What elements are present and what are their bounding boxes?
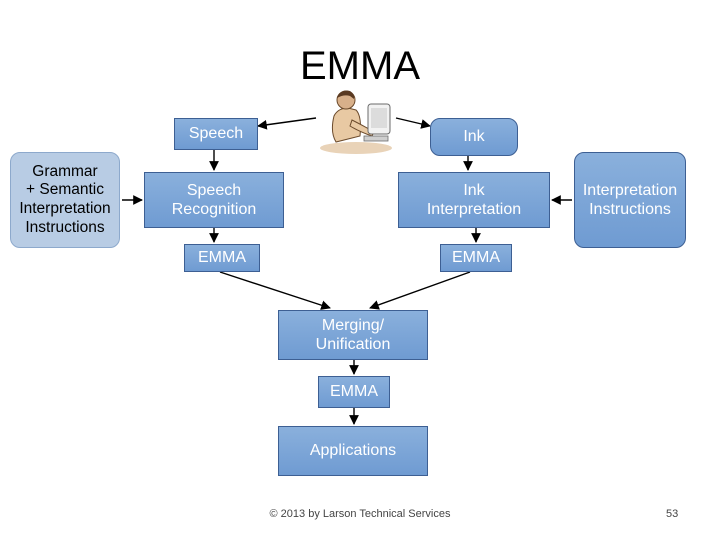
interp-instr-line-2: Instructions — [589, 201, 671, 218]
emma-merged-box: EMMA — [318, 376, 390, 408]
grammar-line-3: Interpretation — [19, 200, 111, 217]
applications-box: Applications — [278, 426, 428, 476]
page-number: 53 — [666, 508, 679, 520]
merging-line-1: Merging/ — [321, 316, 385, 334]
ink-interpretation-line-1: Ink — [463, 181, 485, 199]
grammar-line-1: Grammar — [32, 162, 98, 180]
person-at-computer-icon — [316, 86, 396, 156]
emma-merged-label: EMMA — [330, 383, 378, 401]
speech-box: Speech — [174, 118, 258, 150]
slide-title: EMMA — [300, 44, 420, 88]
interpretation-instructions-box: Interpretation Instructions — [574, 152, 686, 248]
ink-interpretation-line-2: Interpretation — [426, 201, 522, 218]
ink-interpretation-box: Ink Interpretation — [398, 172, 550, 228]
applications-label: Applications — [309, 442, 397, 460]
grammar-line-4: Instructions — [25, 218, 105, 236]
emma-speech-box: EMMA — [184, 244, 260, 272]
grammar-line-2: + Semantic — [26, 181, 104, 199]
footer-copyright: © 2013 by Larson Technical Services — [269, 508, 451, 520]
merging-line-2: Unification — [315, 336, 391, 353]
emma-speech-label: EMMA — [198, 249, 246, 267]
emma-ink-label: EMMA — [452, 249, 500, 267]
speech-recognition-line-1: Speech — [186, 181, 242, 199]
ink-box: Ink — [430, 118, 518, 156]
speech-recognition-box: Speech Recognition — [144, 172, 284, 228]
interp-instr-line-1: Interpretation — [582, 181, 678, 199]
merging-unification-box: Merging/ Unification — [278, 310, 428, 360]
emma-ink-box: EMMA — [440, 244, 512, 272]
speech-label: Speech — [188, 125, 244, 143]
grammar-semantic-box: Grammar + Semantic Interpretation Instru… — [10, 152, 120, 248]
ink-label: Ink — [463, 128, 485, 146]
speech-recognition-line-2: Recognition — [171, 201, 257, 218]
